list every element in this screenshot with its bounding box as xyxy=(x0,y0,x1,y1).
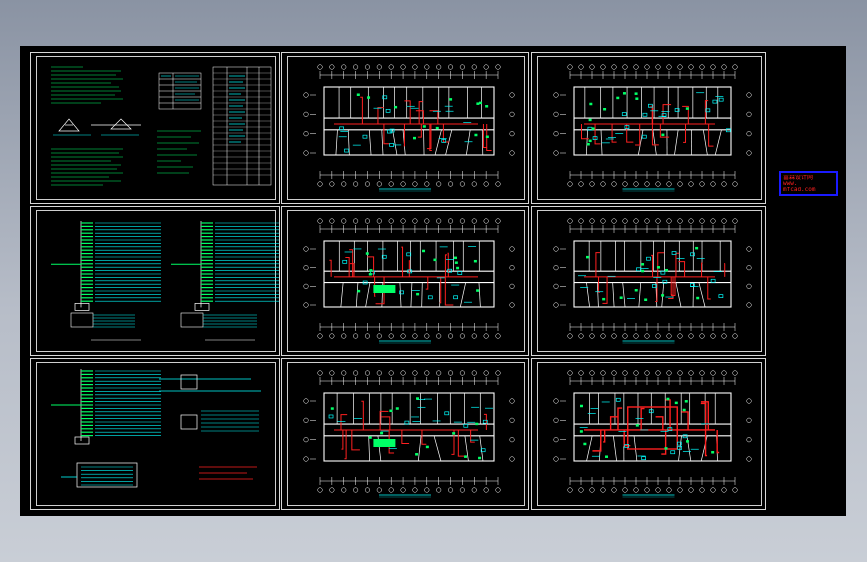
sheet-frame xyxy=(36,362,276,506)
sheet-frame xyxy=(36,56,276,200)
floor-plan-drawing xyxy=(553,370,752,498)
floor-plan-drawing xyxy=(303,370,515,498)
sheet-plan-1[interactable] xyxy=(281,52,529,204)
floor-plan-drawing xyxy=(303,218,515,344)
sheet-frame xyxy=(537,362,762,506)
riser-diagram-drawing xyxy=(51,221,279,341)
sheet-plan-2[interactable] xyxy=(531,52,766,204)
sheet-frame xyxy=(537,56,762,200)
cad-model-space[interactable]: 富森设计网 www. mfcad.com xyxy=(20,46,846,516)
stamp-line-3: mfcad.com xyxy=(783,187,816,193)
floor-plan-drawing xyxy=(553,64,752,192)
watermark-stamp: 富森设计网 www. mfcad.com xyxy=(779,171,838,196)
sheet-plan-6[interactable] xyxy=(531,358,766,510)
sheet-frame xyxy=(287,362,525,506)
sheet-frame xyxy=(537,210,762,352)
sheet-frame xyxy=(287,56,525,200)
riser-diagram-drawing xyxy=(51,369,261,488)
notes-and-tables-drawing xyxy=(51,66,272,186)
sheet-plan-3[interactable] xyxy=(281,206,529,356)
sheet-riser-1[interactable] xyxy=(30,206,280,356)
sheet-plan-4[interactable] xyxy=(531,206,766,356)
stamp-line-1: 富森设计网 xyxy=(783,175,814,181)
floor-plan-drawing xyxy=(553,218,752,344)
floor-plan-drawing xyxy=(303,64,515,192)
sheet-notes-tables[interactable] xyxy=(30,52,280,204)
sheet-frame xyxy=(287,210,525,352)
stamp-line-2: www. xyxy=(783,181,798,187)
sheet-plan-5[interactable] xyxy=(281,358,529,510)
sheet-riser-2[interactable] xyxy=(30,358,280,510)
